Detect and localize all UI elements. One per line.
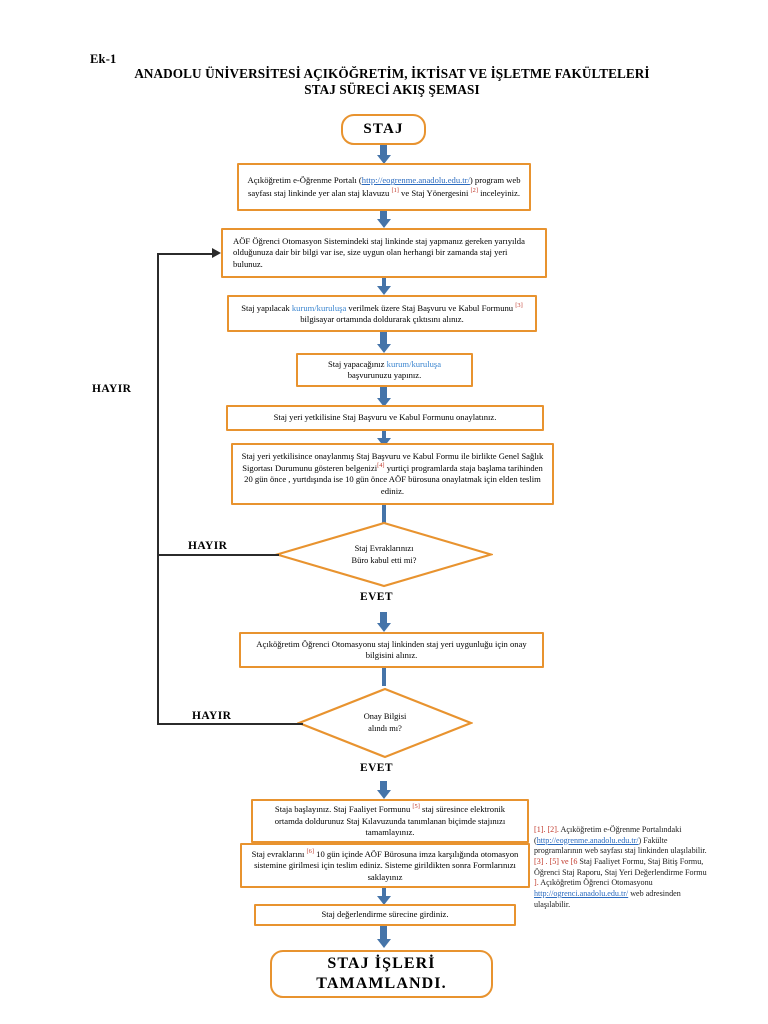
node-step2-text: AÖF Öğrenci Otomasyon Sistemindeki staj … xyxy=(233,235,525,269)
node-decision1: Staj Evraklarınızı Büro kabul etti mi? xyxy=(275,521,493,588)
step1-part1: Açıköğretim e-Öğrenme Portalı ( xyxy=(247,175,362,186)
step1-link[interactable]: http://eogrenme.anadolu.edu.tr/ xyxy=(361,175,470,186)
loop-line-horizontal-decision1 xyxy=(157,554,279,556)
node-step2: AÖF Öğrenci Otomasyon Sistemindeki staj … xyxy=(221,228,547,278)
step3-part3: bilgisayar ortamında doldurarak çıktısın… xyxy=(300,313,464,324)
arrow-step7-to-decision2 xyxy=(382,668,386,686)
step3-highlight: kurum/kuruluşa xyxy=(291,302,347,313)
loop-line-horizontal-decision2 xyxy=(157,723,303,725)
arrow-start-to-step1 xyxy=(376,145,391,164)
arrow-step3-to-step4 xyxy=(376,332,391,353)
footnote-2-link[interactable]: http://ogrenci.anadolu.edu.tr/ xyxy=(534,889,629,899)
footnote-1-link[interactable]: http://eogrenme.anadolu.edu.tr/ xyxy=(536,835,639,845)
decision2-line1: Onay Bilgisi xyxy=(363,712,407,722)
loop-line-vertical-main xyxy=(157,253,159,724)
node-end-tamamlandi: STAJ İŞLERİ TAMAMLANDI. xyxy=(270,950,493,998)
footnote-2-text-c: web adresinden ulaşılabilir. xyxy=(534,889,681,909)
footnote-2: [3] . [5] ve [6 Staj Faaliyet Formu, Sta… xyxy=(534,857,710,910)
page-title-line2: STAJ SÜRECİ AKIŞ ŞEMASI xyxy=(304,82,480,97)
arrow-decision2-yes xyxy=(376,781,391,799)
step6-ref: [4] xyxy=(377,462,385,470)
step1-part2: ) program web sayfası staj linkinde yer … xyxy=(248,175,521,198)
node-step9-text: Staj evraklarını [6] 10 gün içinde AÖF B… xyxy=(242,848,528,883)
decision1-diamond-shape xyxy=(275,521,493,588)
step9-part2: 10 gün içinde AÖF Bürosuna imza karşılığ… xyxy=(254,848,519,882)
node-step1-text: Açıköğretim e-Öğrenme Portalı (http://eo… xyxy=(239,175,529,199)
footnote-2-close: ]. xyxy=(534,878,539,888)
footnote-1-text-a: Açıköğretim e-Öğrenme Portalındaki ( xyxy=(534,825,682,845)
footnote-2-marker2: [6 xyxy=(570,857,578,867)
node-end-text: STAJ İŞLERİ TAMAMLANDI. xyxy=(272,954,491,994)
label-evet-1: EVET xyxy=(360,591,393,603)
arrow-decision1-yes xyxy=(376,612,391,632)
arrow-step10-to-end xyxy=(376,926,391,948)
step9-ref: [6] xyxy=(306,847,314,855)
step4-part2: başvurunuzu yapınız. xyxy=(347,370,422,380)
node-step7-text: Açıköğretim Öğrenci Otomasyonu staj link… xyxy=(256,638,527,660)
node-step8: Staja başlayınız. Staj Faaliyet Formunu … xyxy=(251,799,529,843)
step1-ref2: [2] xyxy=(470,186,478,194)
step9-part1: Staj evraklarını xyxy=(251,848,307,859)
decision1-line1: Staj Evraklarınızı xyxy=(354,543,414,553)
step1-ref1: [1] xyxy=(391,186,399,194)
arrow-step1-to-step2 xyxy=(376,211,391,228)
decision2-diamond-shape xyxy=(297,687,473,759)
arrow-step5-to-step6 xyxy=(377,431,391,447)
step6-part1: Staj yeri yetkilisince onaylanmış Staj B… xyxy=(241,450,544,473)
step1-part3: ve Staj Yönergesini xyxy=(398,187,471,198)
node-step8-text: Staja başlayınız. Staj Faaliyet Formunu … xyxy=(253,803,527,838)
footnote-2-text-a: Staj Faaliyet Formu, Staj Bitiş Formu, Ö… xyxy=(534,857,707,877)
step3-part1: Staj yapılacak xyxy=(241,302,292,313)
arrow-step4-to-step5 xyxy=(376,387,391,407)
step3-ref: [3] xyxy=(515,301,523,309)
node-step4-text: Staj yapacağınız kurum/kuruluşa başvurun… xyxy=(298,359,471,382)
node-start-staj: STAJ xyxy=(341,114,426,145)
node-end-line1: STAJ İŞLERİ xyxy=(327,955,436,972)
label-hayir-top: HAYIR xyxy=(92,383,132,395)
step8-part1: Staja başlayınız. Staj Faaliyet Formunu xyxy=(274,804,413,815)
step1-part4: inceleyiniz. xyxy=(477,187,520,198)
node-step4: Staj yapacağınız kurum/kuruluşa başvurun… xyxy=(296,353,473,387)
node-step10-text: Staj değerlendirme sürecine girdiniz. xyxy=(321,909,449,920)
arrow-step6-to-decision1 xyxy=(382,505,386,523)
node-step6-text: Staj yeri yetkilisince onaylanmış Staj B… xyxy=(233,451,552,498)
decision2-text: Onay Bilgisi alındı mı? xyxy=(297,687,473,759)
node-step7: Açıköğretim Öğrenci Otomasyonu staj link… xyxy=(239,632,544,668)
decision1-text: Staj Evraklarınızı Büro kabul etti mi? xyxy=(275,521,493,588)
footnote-2-text-b: Açıköğretim Öğrenci Otomasyonu xyxy=(538,878,653,888)
step4-part1: Staj yapacağınız xyxy=(327,358,387,369)
node-step3-text: Staj yapılacak kurum/kuruluşa verilmek ü… xyxy=(229,302,535,326)
page-title-line1: ANADOLU ÜNİVERSİTESİ AÇIKÖĞRETİM, İKTİSA… xyxy=(134,66,650,81)
step6-part2: yurtiçi programlarda staja başlama tarih… xyxy=(244,463,543,496)
node-step3: Staj yapılacak kurum/kuruluşa verilmek ü… xyxy=(227,295,537,332)
node-step9: Staj evraklarını [6] 10 gün içinde AÖF B… xyxy=(240,843,530,888)
arrow-step2-to-step3 xyxy=(377,278,391,295)
node-step5-text: Staj yeri yetkilisine Staj Başvuru ve Ka… xyxy=(273,412,497,423)
node-decision2: Onay Bilgisi alındı mı? xyxy=(297,687,473,759)
step3-part2: verilmek üzere Staj Başvuru ve Kabul For… xyxy=(346,302,516,313)
step8-part2: staj süresince elektronik ortamda doldur… xyxy=(274,804,506,838)
loop-arrowhead-step2 xyxy=(212,248,221,258)
node-step1: Açıköğretim e-Öğrenme Portalı (http://eo… xyxy=(237,163,531,211)
label-evet-2: EVET xyxy=(360,762,393,774)
node-end-line2: TAMAMLANDI. xyxy=(316,975,447,992)
label-hayir-mid: HAYIR xyxy=(188,540,228,552)
node-step10: Staj değerlendirme sürecine girdiniz. xyxy=(254,904,516,926)
node-start-label: STAJ xyxy=(363,120,404,137)
node-step5: Staj yeri yetkilisine Staj Başvuru ve Ka… xyxy=(226,405,544,431)
annex-label: Ek-1 xyxy=(90,52,117,66)
loop-line-horizontal-to-step2 xyxy=(157,253,215,255)
step8-ref: [5] xyxy=(412,803,420,811)
label-hayir-low: HAYIR xyxy=(192,710,232,722)
arrow-step9-to-step10 xyxy=(377,888,391,905)
footnote-1-marker: [1]. [2]. xyxy=(534,825,559,834)
footnote-1: [1]. [2]. Açıköğretim e-Öğrenme Portalın… xyxy=(534,825,710,857)
decision1-line2: Büro kabul etti mi? xyxy=(351,555,417,565)
step4-highlight: kurum/kuruluşa xyxy=(386,358,442,369)
footnotes-block: [1]. [2]. Açıköğretim e-Öğrenme Portalın… xyxy=(534,825,710,910)
footnote-2-marker: [3] . [5] ve xyxy=(534,857,569,867)
footnote-1-text-b: ) Fakülte programlarının web sayfası sta… xyxy=(534,835,707,856)
node-step6: Staj yeri yetkilisince onaylanmış Staj B… xyxy=(231,443,554,505)
decision2-line2: alındı mı? xyxy=(368,724,402,733)
